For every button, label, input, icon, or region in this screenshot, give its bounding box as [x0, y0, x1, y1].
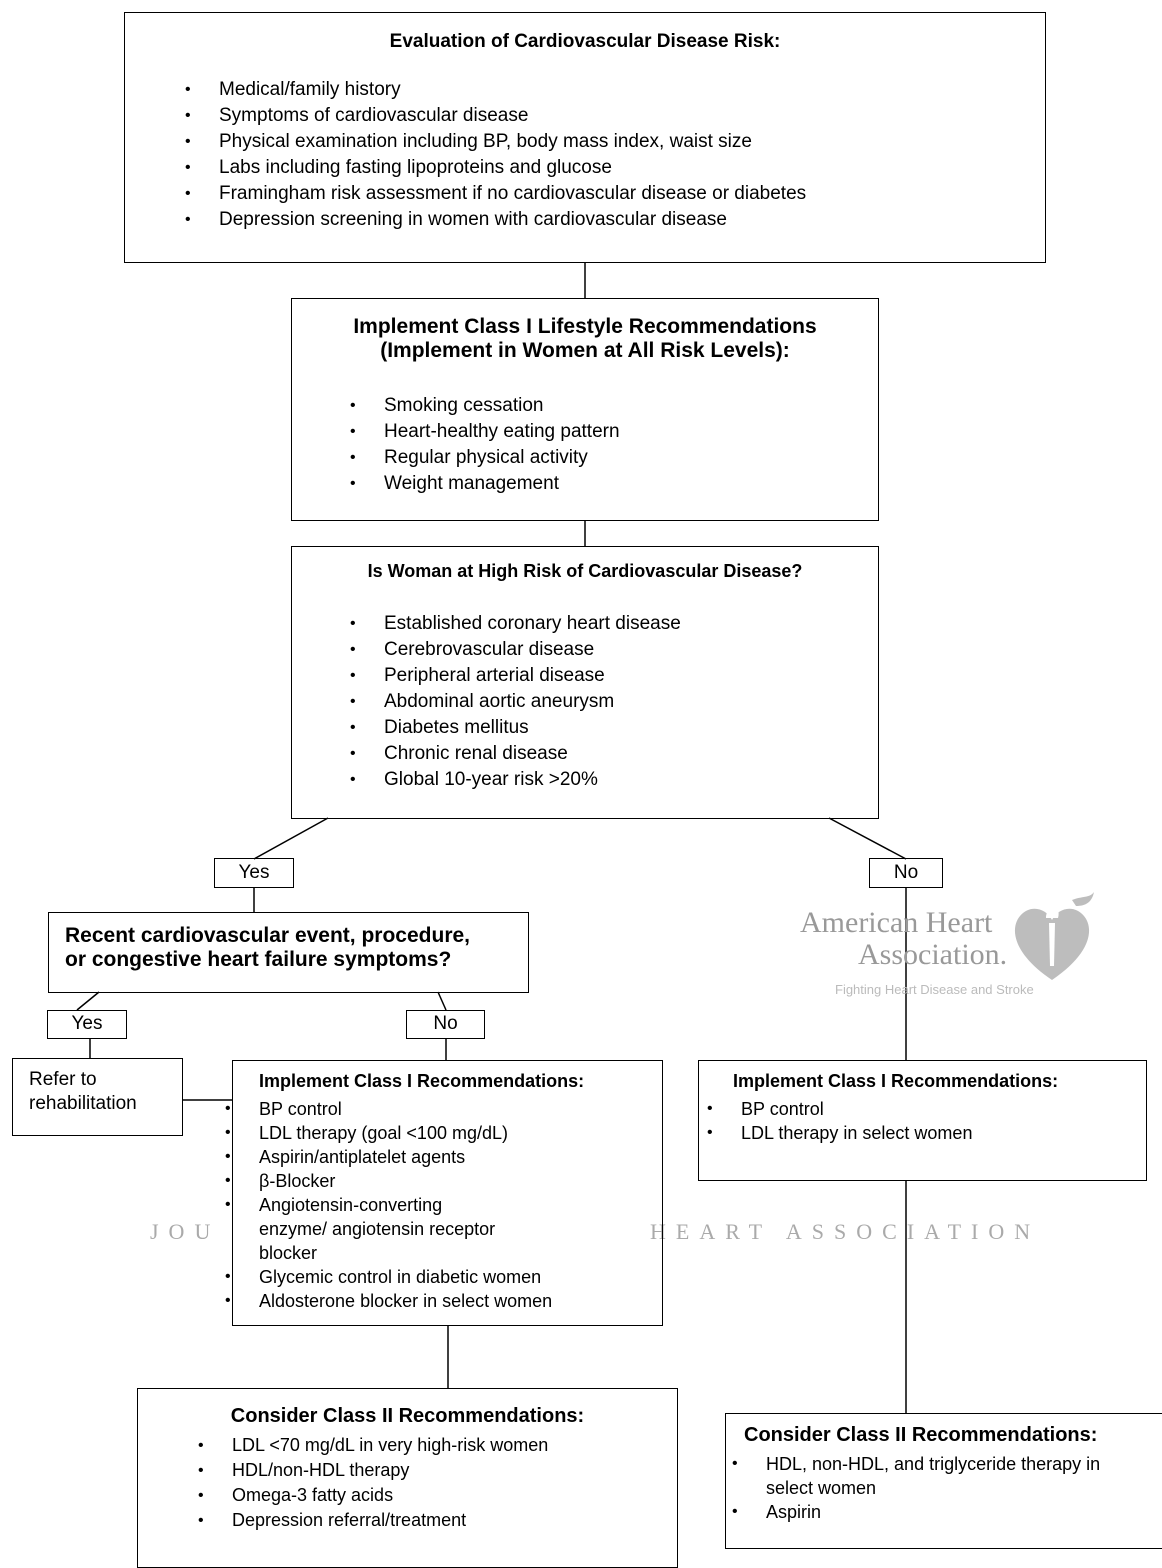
list-item: Depression referral/treatment [198, 1508, 548, 1533]
list-item: Heart-healthy eating pattern [350, 419, 619, 445]
lifestyle-box: Implement Class I Lifestyle Recommendati… [291, 298, 879, 521]
list-item: Glycemic control in diabetic women [225, 1265, 647, 1289]
no2-label-box: No [406, 1010, 485, 1039]
list-item: Abdominal aortic aneurysm [350, 689, 681, 715]
list-item: Cerebrovascular disease [350, 637, 681, 663]
yes-label-box: Yes [214, 858, 294, 888]
list-item: Diabetes mellitus [350, 715, 681, 741]
yes-label: Yes [238, 862, 270, 883]
list-item: HDL/non-HDL therapy [198, 1458, 548, 1483]
class2-low-risk-box: Consider Class II Recommendations: HDL, … [725, 1413, 1162, 1549]
list-item: Global 10-year risk >20% [350, 767, 681, 793]
high-risk-list: Established coronary heart disease Cereb… [350, 611, 681, 793]
class1-high-risk-box: Implement Class I Recommendations: BP co… [225, 1060, 663, 1326]
recent-event-line2: or congestive heart failure symptoms? [65, 948, 452, 971]
no-label: No [893, 862, 919, 883]
watermark-aha-line2: Association. [858, 938, 1008, 971]
recent-event-line1: Recent cardiovascular event, procedure, [65, 924, 470, 947]
list-item: Aspirin/antiplatelet agents [225, 1145, 647, 1169]
list-item: Aspirin [732, 1500, 1152, 1524]
list-item: Omega-3 fatty acids [198, 1483, 548, 1508]
rehab-line1: Refer to [29, 1069, 97, 1090]
yes2-label-box: Yes [47, 1010, 127, 1039]
list-item: BP control [225, 1097, 647, 1121]
class1-high-list: BP control LDL therapy (goal <100 mg/dL)… [225, 1097, 647, 1313]
evaluation-list: Medical/family history Symptoms of cardi… [185, 77, 806, 233]
high-risk-box: Is Woman at High Risk of Cardiovascular … [291, 546, 879, 819]
class1-low-risk-box: Implement Class I Recommendations: BP co… [698, 1060, 1147, 1181]
lifestyle-title-line1: Implement Class I Lifestyle Recommendati… [353, 315, 817, 338]
watermark-journal-left: JOU [150, 1219, 221, 1244]
class2-high-title: Consider Class II Recommendations: [230, 1405, 585, 1427]
watermark-journal-right: HEART ASSOCIATION [650, 1219, 1041, 1244]
lifestyle-title-line2: (Implement in Women at All Risk Levels): [380, 339, 790, 362]
list-item: Established coronary heart disease [350, 611, 681, 637]
class1-low-list: BP control LDL therapy in select women [707, 1097, 973, 1145]
class2-high-list: LDL <70 mg/dL in very high-risk women HD… [198, 1433, 548, 1533]
list-item: Physical examination including BP, body … [185, 129, 806, 155]
no2-label: No [433, 1013, 458, 1034]
class1-low-title: Implement Class I Recommendations: [733, 1071, 1059, 1091]
class2-low-list: HDL, non-HDL, and triglyceride therapy i… [732, 1452, 1152, 1524]
class2-high-risk-box: Consider Class II Recommendations: LDL <… [137, 1388, 678, 1568]
recent-event-box: Recent cardiovascular event, procedure, … [48, 912, 529, 993]
list-item: LDL therapy (goal <100 mg/dL) [225, 1121, 647, 1145]
list-item: Chronic renal disease [350, 741, 681, 767]
list-item: HDL, non-HDL, and triglyceride therapy i… [732, 1452, 1152, 1500]
class2-low-title: Consider Class II Recommendations: [744, 1424, 1098, 1446]
list-item: Aldosterone blocker in select women [225, 1289, 647, 1313]
watermark-aha-line1: American Heart [800, 906, 993, 939]
list-item: LDL therapy in select women [707, 1121, 973, 1145]
list-item: Medical/family history [185, 77, 806, 103]
list-item: Depression screening in women with cardi… [185, 207, 806, 233]
list-item: Angiotensin-converting enzyme/ angiotens… [225, 1193, 499, 1265]
evaluation-title: Evaluation of Cardiovascular Disease Ris… [389, 31, 781, 52]
heart-torch-icon [1014, 892, 1094, 980]
no-label-box: No [869, 858, 943, 888]
list-item: LDL <70 mg/dL in very high-risk women [198, 1433, 548, 1458]
list-item: Symptoms of cardiovascular disease [185, 103, 806, 129]
lifestyle-list: Smoking cessation Heart-healthy eating p… [350, 393, 620, 497]
evaluation-box: Evaluation of Cardiovascular Disease Ris… [124, 12, 1046, 263]
yes2-label: Yes [71, 1013, 103, 1034]
list-item: Peripheral arterial disease [350, 663, 681, 689]
list-item: Regular physical activity [350, 445, 620, 471]
list-item: β-Blocker [225, 1169, 647, 1193]
list-item: BP control [707, 1097, 972, 1121]
high-risk-title: Is Woman at High Risk of Cardiovascular … [367, 561, 803, 581]
list-item: Smoking cessation [350, 393, 620, 419]
list-item: Labs including fasting lipoproteins and … [185, 155, 806, 181]
rehab-line2: rehabilitation [29, 1093, 137, 1114]
class1-high-title: Implement Class I Recommendations: [259, 1071, 585, 1091]
rehab-box: Refer to rehabilitation [12, 1058, 183, 1136]
list-item: Framingham risk assessment if no cardiov… [185, 181, 806, 207]
list-item: Weight management [350, 471, 620, 497]
watermark-aha-tagline: Fighting Heart Disease and Stroke [835, 982, 1034, 997]
